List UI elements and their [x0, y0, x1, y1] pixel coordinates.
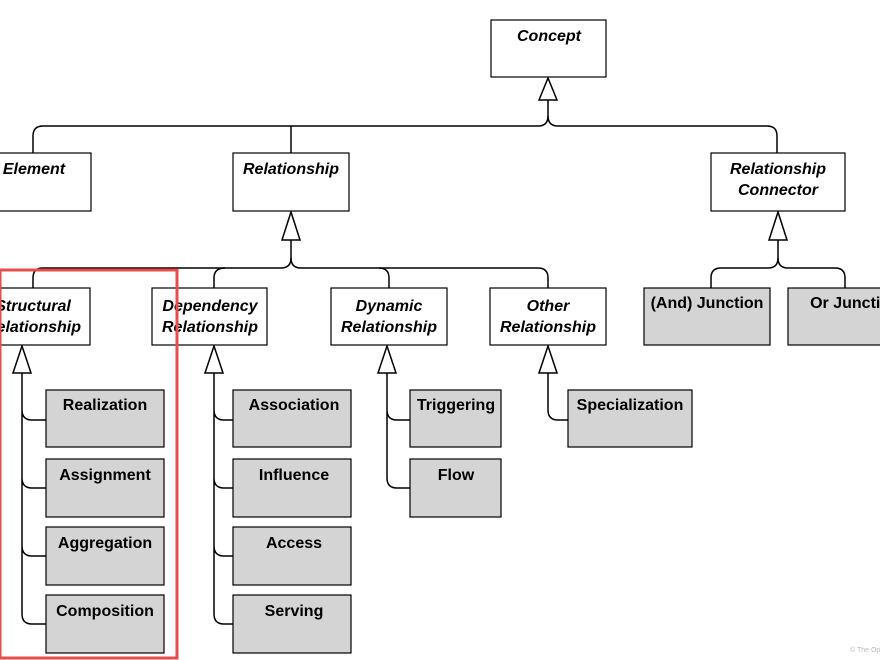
node-aggregation: Aggregation	[45, 526, 165, 586]
svg-text:Or Junction: Or Junction	[810, 295, 880, 312]
svg-text:Structural: Structural	[0, 298, 71, 315]
svg-text:Triggering: Triggering	[417, 397, 495, 414]
node-or-junction: Or Junction	[787, 287, 880, 346]
svg-text:Other: Other	[527, 298, 570, 315]
svg-text:Association: Association	[249, 397, 340, 414]
node-relationship: Relationship	[232, 152, 350, 212]
svg-text:Dynamic: Dynamic	[356, 298, 423, 315]
highlight-box	[0, 268, 179, 660]
generalization-arrow-icon	[537, 343, 559, 374]
svg-text:Relationship: Relationship	[0, 319, 81, 336]
svg-text:Relationship: Relationship	[730, 161, 826, 178]
svg-text:Connector: Connector	[738, 182, 819, 199]
copyright-notice: © The Open Group	[850, 646, 880, 654]
node-specialization: Specialization	[567, 389, 693, 448]
node-structural-relationship: StructuralRelationship	[0, 287, 91, 346]
node-assignment: Assignment	[45, 458, 165, 518]
svg-text:Flow: Flow	[438, 467, 475, 484]
svg-text:Aggregation: Aggregation	[58, 535, 152, 552]
svg-text:Assignment: Assignment	[59, 467, 151, 484]
svg-text:Element: Element	[3, 161, 66, 178]
svg-text:Realization: Realization	[63, 397, 147, 414]
node-element: Element	[0, 152, 92, 212]
svg-text:Influence: Influence	[259, 467, 329, 484]
svg-text:Serving: Serving	[265, 603, 324, 620]
generalization-arrow-icon	[767, 209, 789, 241]
svg-text:Relationship: Relationship	[243, 161, 339, 178]
svg-text:Access: Access	[266, 535, 322, 552]
svg-text:Concept: Concept	[517, 28, 582, 45]
node-triggering: Triggering	[409, 389, 502, 448]
generalization-arrow-icon	[280, 209, 302, 241]
node-composition: Composition	[45, 594, 165, 654]
generalization-arrow-icon	[537, 76, 559, 101]
node-and-junction: (And) Junction	[643, 287, 771, 346]
node-flow: Flow	[409, 458, 502, 518]
node-serving: Serving	[232, 594, 352, 654]
svg-text:(And) Junction: (And) Junction	[651, 295, 764, 312]
svg-text:Relationship: Relationship	[341, 319, 437, 336]
svg-text:Specialization: Specialization	[577, 397, 684, 414]
node-access: Access	[232, 526, 352, 586]
generalization-arrow-icon	[376, 343, 398, 374]
svg-text:Relationship: Relationship	[500, 319, 596, 336]
generalization-arrow-icon	[11, 343, 33, 374]
svg-text:Relationship: Relationship	[162, 319, 258, 336]
svg-text:Dependency: Dependency	[162, 298, 258, 315]
node-realization: Realization	[45, 389, 165, 448]
node-concept: Concept	[490, 19, 607, 78]
connector-lines	[21, 100, 846, 625]
generalization-arrow-icon	[203, 343, 225, 374]
node-association: Association	[232, 389, 352, 448]
node-influence: Influence	[232, 458, 352, 518]
svg-text:Composition: Composition	[56, 603, 154, 620]
